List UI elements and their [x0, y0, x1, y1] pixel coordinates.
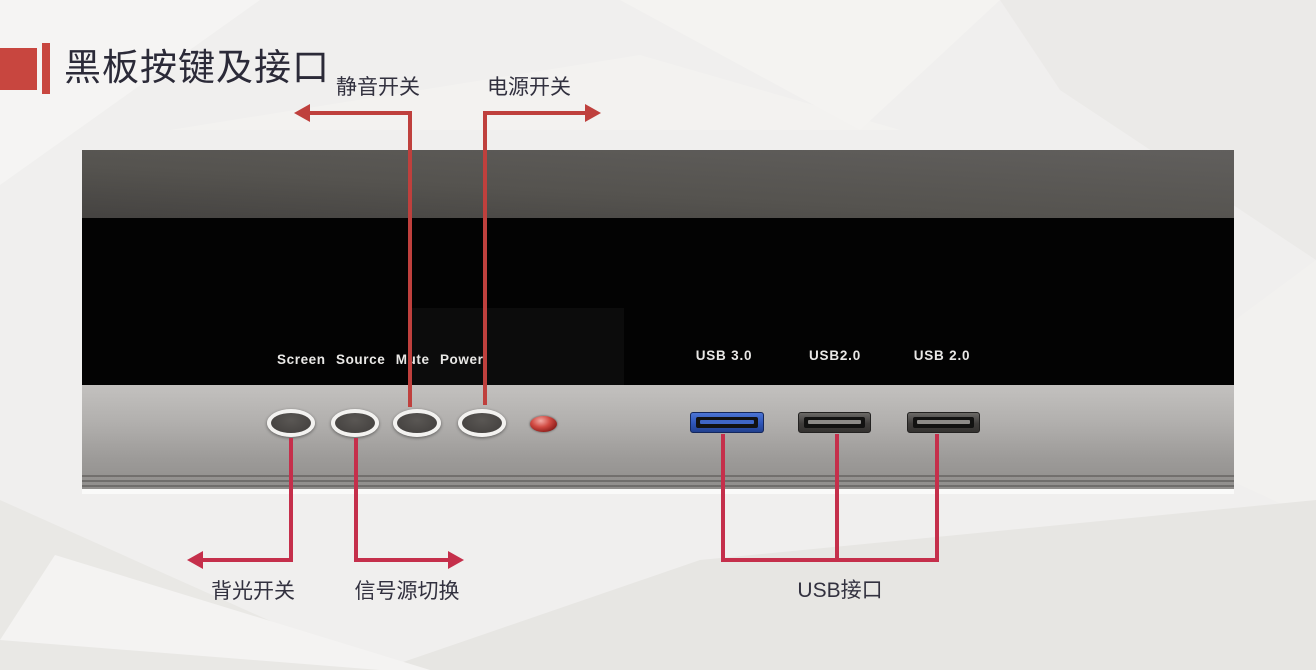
page-title: 黑板按键及接口: [64, 47, 330, 88]
power-arrow-right-icon: [585, 104, 601, 122]
usb2-port-b-slot: [913, 417, 974, 428]
backlight-callout-label: 背光开关: [211, 580, 295, 603]
usb2a-caption: USB2.0: [808, 348, 862, 363]
usb3-port-tongue: [700, 420, 754, 424]
usb-bracket-vline-1: [721, 434, 725, 562]
signal-source-callout-label: 信号源切换: [354, 580, 460, 603]
mute-arrow-left-icon: [294, 104, 310, 122]
usb-bracket-vline-3: [935, 434, 939, 562]
power-led-indicator: [530, 416, 557, 432]
power-arrow-hline: [487, 111, 587, 115]
usb2b-caption: USB 2.0: [913, 348, 971, 363]
usb3-port: [690, 412, 764, 433]
usb2-port-a-tongue: [808, 420, 861, 424]
bezel-groove: [82, 480, 1234, 482]
screen-button: [267, 409, 315, 437]
panel-black-reflection: [412, 308, 624, 385]
panel-silver-bezel: [82, 385, 1234, 489]
backlight-arrow-vline: [289, 438, 293, 562]
panel-top-gray-band: [82, 150, 1234, 218]
panel-bottom-highlight: [82, 489, 1234, 494]
source-button: [331, 409, 379, 437]
power-callout-label: 电源开关: [487, 76, 571, 99]
signal-source-arrow-vline: [354, 438, 358, 562]
title-accent-square: [0, 48, 37, 90]
mute-arrow-hline: [308, 111, 412, 115]
mute-callout-label: 静音开关: [336, 76, 420, 99]
panel-black-band: [82, 218, 1234, 385]
backlight-arrow-left-icon: [187, 551, 203, 569]
signal-source-arrow-right-icon: [448, 551, 464, 569]
usb3-port-slot: [696, 417, 758, 428]
mute-button: [393, 409, 441, 437]
mute-arrow-vline: [408, 111, 412, 407]
usb3-caption: USB 3.0: [695, 348, 753, 363]
button-row-caption: Screen Source Mute Power: [277, 352, 484, 367]
usb2-port-b: [907, 412, 980, 433]
usb2-port-a: [798, 412, 871, 433]
title-accent-bar: [42, 43, 50, 94]
usb2-port-a-slot: [804, 417, 865, 428]
power-button: [458, 409, 506, 437]
bezel-groove: [82, 485, 1234, 487]
backlight-arrow-hline: [202, 558, 293, 562]
power-arrow-vline: [483, 111, 487, 405]
bezel-groove: [82, 475, 1234, 477]
device-panel-image: Screen Source Mute Power USB 3.0 USB2.0 …: [82, 150, 1234, 489]
usb-callout-label: USB接口: [797, 579, 883, 602]
usb-bracket-vline-2: [835, 434, 839, 562]
signal-source-arrow-hline: [358, 558, 450, 562]
usb-bracket-hline: [721, 558, 939, 562]
usb2-port-b-tongue: [917, 420, 970, 424]
